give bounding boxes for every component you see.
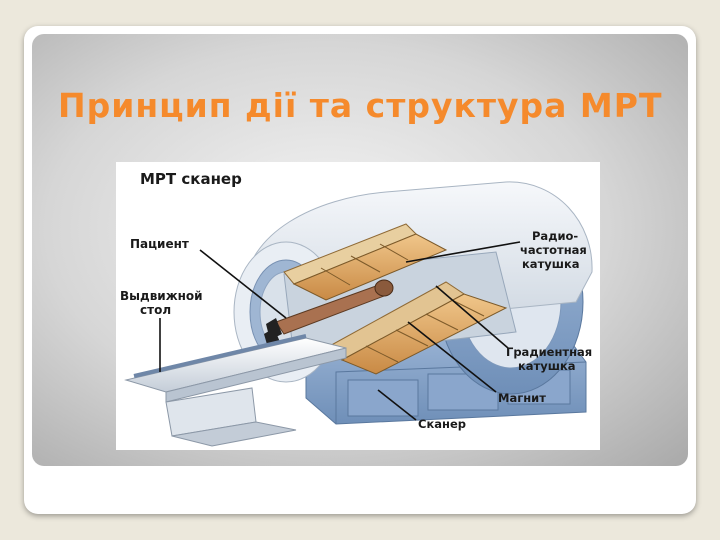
slide-title: Принцип дії та структура МРТ <box>58 86 663 125</box>
label-leaders <box>159 241 521 421</box>
label-rf-line3: катушка <box>522 257 580 271</box>
mri-illustration: МРТ сканер Пациент Выдвижной стол Радио-… <box>120 170 593 447</box>
mri-diagram: МРТ сканер Пациент Выдвижной стол Радио-… <box>116 162 600 450</box>
label-table-line2: стол <box>140 303 171 317</box>
label-rf-line1: Радио- <box>532 229 578 243</box>
label-rf-line2: частотная <box>520 243 587 257</box>
label-table-line1: Выдвижной <box>120 289 203 303</box>
rf-coil <box>283 223 448 301</box>
label-scanner: Сканер <box>418 417 466 431</box>
slide: Принцип дії та структура МРТ <box>24 26 696 514</box>
diagram-heading: МРТ сканер <box>140 170 242 188</box>
label-patient: Пациент <box>130 237 189 251</box>
sliding-table <box>124 334 347 447</box>
label-magnet: Магнит <box>498 391 546 405</box>
content-panel: Принцип дії та структура МРТ <box>32 34 688 466</box>
label-gradient-line1: Градиентная <box>506 345 592 359</box>
label-gradient-line2: катушка <box>518 359 576 373</box>
